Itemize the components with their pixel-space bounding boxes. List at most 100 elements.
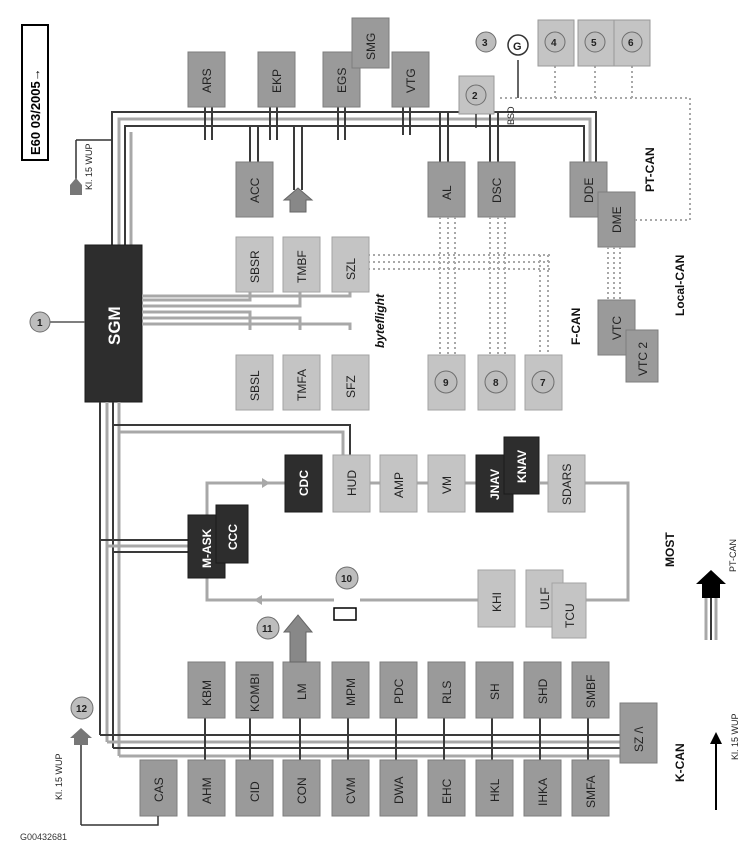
callout-7 [531,370,555,394]
most-label: MOST [663,532,677,567]
module-acc[interactable]: ACC [235,161,274,218]
svg-text:DDE: DDE [582,178,596,203]
pt-can-legend-label: PT-CAN [728,539,738,572]
svg-text:SZ /\: SZ /\ [632,726,646,752]
pt-lower-modules: ACC AL DSC DDE DME VTC VTC 2 [235,66,691,383]
module-ahm[interactable]: AHM [187,759,226,817]
module-dsc[interactable]: DSC [477,161,516,218]
svg-text:DSC: DSC [490,177,504,203]
module-mpm[interactable]: MPM [331,661,370,719]
svg-text:ARS: ARS [200,68,214,93]
svg-text:EHC: EHC [440,778,454,804]
module-tmfa[interactable]: TMFA [282,354,321,411]
svg-text:VTG: VTG [404,68,418,93]
svg-text:6: 6 [628,38,634,49]
module-vtg[interactable]: VTG [391,51,430,108]
svg-text:KBM: KBM [200,680,214,706]
bsd-area: 2 BSD G 3 4 5 6 [458,19,651,128]
module-smg[interactable]: SMG [351,17,390,69]
callout-6 [621,31,643,53]
module-ccc[interactable]: CCC [215,504,249,564]
module-cid[interactable]: CID [235,759,274,817]
module-cas[interactable]: CAS [139,759,178,817]
module-vtc2[interactable]: VTC 2 [625,329,659,383]
module-amp[interactable]: AMP [379,454,418,513]
callout-4 [544,31,566,53]
module-lm[interactable]: LM [282,661,321,719]
pt-top-modules: ARS EKP EGS SMG VTG [187,17,430,108]
module-al[interactable]: AL [427,161,466,218]
svg-text:CVM: CVM [344,777,358,804]
module-rls[interactable]: RLS [427,661,466,719]
svg-text:VTC 2: VTC 2 [636,342,650,376]
module-sdars[interactable]: SDARS [547,454,586,513]
module-ars[interactable]: ARS [187,51,226,108]
module-hud[interactable]: HUD [332,454,371,513]
module-ehc[interactable]: EHC [427,759,466,817]
svg-text:2: 2 [472,91,478,102]
svg-text:TMFA: TMFA [295,369,309,401]
module-cdc[interactable]: CDC [284,454,323,513]
svg-text:G: G [513,41,522,53]
module-sz[interactable]: SZ /\ [619,702,658,764]
k-can-label: K-CAN [673,743,687,782]
module-sbsl[interactable]: SBSL [235,354,274,411]
svg-text:VTC: VTC [610,316,624,340]
module-vm[interactable]: VM [427,454,466,513]
sgm-module[interactable]: SGM [84,244,143,403]
module-smfa[interactable]: SMFA [571,759,610,817]
module-sh[interactable]: SH [475,661,514,719]
pt-can-legend: PT-CAN [696,539,738,640]
kl15-legend-label: Kl. 15 WUP [730,713,740,760]
svg-text:SBSR: SBSR [248,250,262,283]
module-tcu[interactable]: TCU [551,582,587,639]
svg-text:VM: VM [440,476,454,494]
callout-1 [29,311,51,333]
callout-10 [335,566,359,590]
module-pdc[interactable]: PDC [379,661,418,719]
svg-text:DWA: DWA [392,776,406,804]
module-tmbf[interactable]: TMBF [282,236,321,293]
module-kombi[interactable]: KOMBI [235,661,274,719]
svg-text:SZL: SZL [344,258,358,280]
svg-text:MPM: MPM [344,678,358,706]
module-sbsr[interactable]: SBSR [235,236,274,293]
module-dme[interactable]: DME [597,191,636,248]
k-can-bus [100,718,620,760]
k-top-modules: KBM KOMBI LM MPM PDC RLS SH SHD [187,614,658,764]
module-kbm[interactable]: KBM [187,661,226,719]
kl15-legend: Kl. 15 WUP [710,713,740,810]
module-szl[interactable]: SZL [331,236,370,293]
k-can-trunk [99,402,351,756]
svg-text:SFZ: SFZ [344,375,358,398]
svg-text:AHM: AHM [200,777,214,804]
module-m-ask[interactable]: M-ASK [187,514,226,579]
module-ihka[interactable]: IHKA [523,759,562,817]
callout-2 [465,84,487,106]
svg-text:10: 10 [341,574,353,585]
module-hkl[interactable]: HKL [475,759,514,817]
kl15-top-indicator: Kl. 15 WUP [70,139,112,195]
module-cvm[interactable]: CVM [331,759,370,817]
figure-code: G00432681 [20,832,67,842]
module-ekp[interactable]: EKP [257,51,296,108]
svg-text:SMG: SMG [364,33,378,60]
kl15-left-indicator: 12 Kl. 15 WUP [54,696,159,826]
module-sfz[interactable]: SFZ [331,354,370,411]
module-dwa[interactable]: DWA [379,759,418,817]
module-con[interactable]: CON [282,759,321,817]
svg-text:PDC: PDC [392,678,406,704]
module-smbf[interactable]: SMBF [571,661,610,719]
module-shd[interactable]: SHD [523,661,562,719]
svg-text:KHI: KHI [490,592,504,612]
module-knav[interactable]: KNAV [503,436,540,495]
svg-text:KOMBI: KOMBI [248,673,262,712]
module-khi[interactable]: KHI [477,569,516,628]
callout-11-group: 11 [256,616,280,640]
pt-can-label: PT-CAN [643,147,657,192]
callout-3 [475,31,497,53]
callout-8 [484,370,508,394]
svg-text:HKL: HKL [488,778,502,802]
bsd-label: BSD [506,106,516,125]
